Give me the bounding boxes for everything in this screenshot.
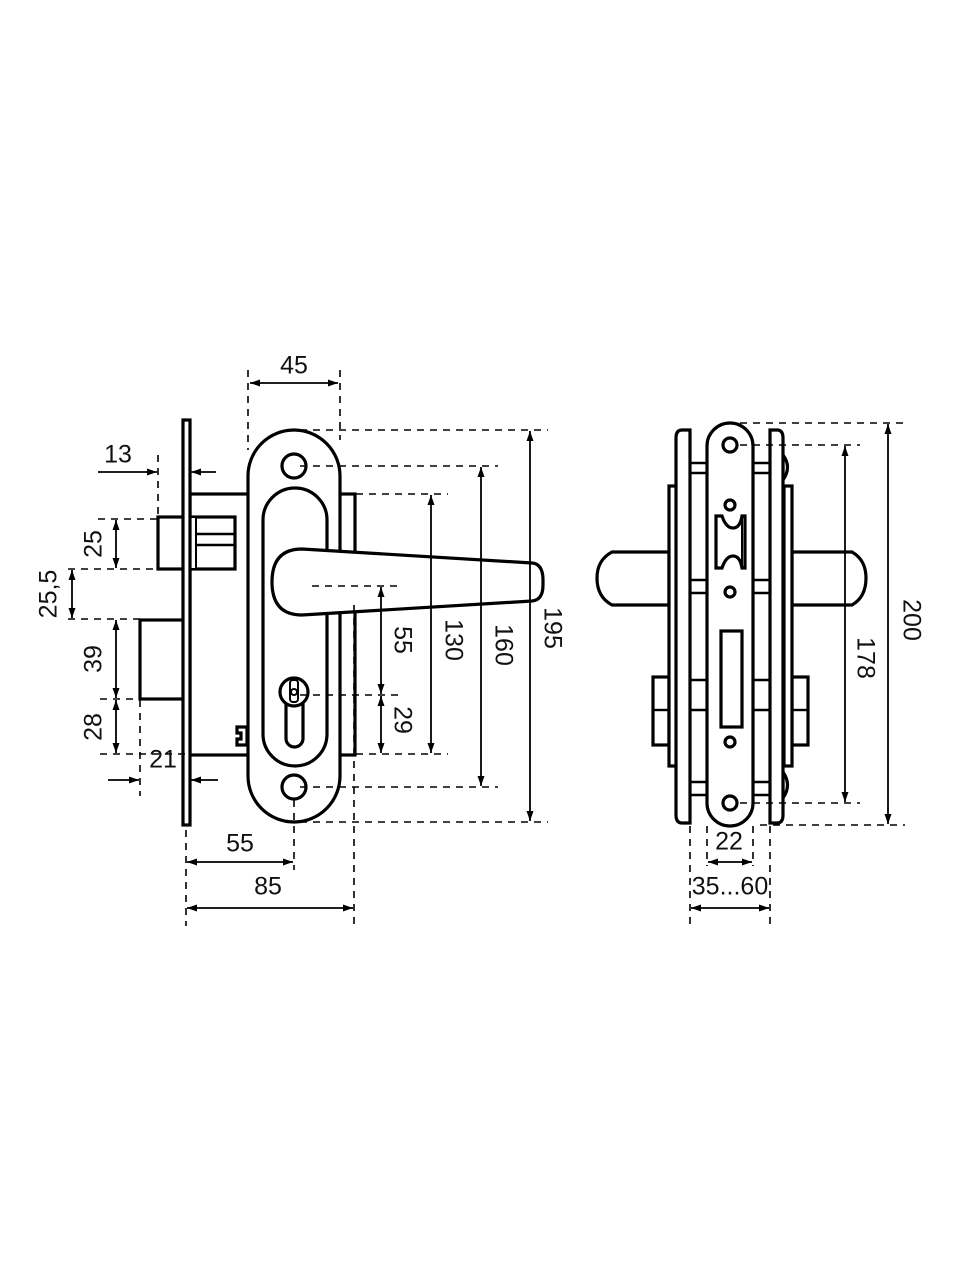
dim-bolt-height: 39 [80, 620, 120, 698]
dim-screw-spacing: 160 [300, 465, 517, 788]
dim-label: 55 [226, 830, 254, 858]
dim-label: 29 [388, 706, 416, 734]
faceplate-screw-bottom [721, 794, 739, 812]
dim-label: 28 [80, 713, 108, 741]
lever-handle-left [595, 550, 671, 607]
dim-label: 25,5 [35, 570, 63, 619]
dim-latch-height: 25 [80, 520, 120, 568]
lever-handle [270, 547, 545, 617]
lever-handle-right [790, 550, 868, 607]
rosette-plate-left [674, 428, 692, 825]
dim-case-height: 130 [356, 493, 467, 755]
dim-label: 13 [104, 441, 132, 469]
faceplate-hole [723, 735, 737, 749]
dim-backset: 55 [187, 800, 295, 870]
dim-label: 200 [897, 599, 925, 641]
dim-cylinder-to-case: 29 [377, 696, 416, 753]
dim-label: 130 [439, 619, 467, 661]
dim-bolt-to-bottom: 28 [80, 700, 120, 753]
faceplate-screw-top [721, 436, 739, 454]
dim-label: 22 [715, 828, 743, 856]
dim-label: 195 [538, 607, 566, 649]
lock-faceplate [705, 421, 755, 828]
dim-side-screw-spacing: 178 [740, 444, 879, 804]
dim-label: 55 [388, 626, 416, 654]
faceplate-hole [723, 498, 737, 512]
dim-handle-to-cylinder: 55 [377, 587, 416, 694]
dim-faceplate-width: 22 [706, 826, 754, 866]
cylinder-keyhole [278, 676, 310, 749]
dim-label: 178 [851, 637, 879, 679]
dim-label: 39 [80, 645, 108, 673]
dim-label: 35...60 [692, 873, 768, 901]
faceplate [181, 418, 192, 827]
spacer-bars [690, 461, 770, 797]
dim-side-total-height: 200 [740, 422, 925, 826]
dim-latch-projection: 13 [98, 441, 216, 517]
dim-label: 160 [489, 624, 517, 666]
dim-door-thickness: 35...60 [689, 826, 771, 926]
dim-bolt-projection: 21 [108, 700, 218, 796]
dim-rosette-width: 45 [247, 352, 341, 450]
dim-label: 25 [80, 530, 108, 558]
faceplate-hole [723, 585, 737, 599]
dim-label: 85 [254, 873, 282, 901]
bolt-slot [719, 629, 744, 729]
latch-bolt [156, 515, 237, 571]
dim-rosette-height: 195 [300, 429, 566, 823]
side-view: 178 200 22 35...60 [595, 421, 925, 926]
dim-label: 21 [149, 746, 177, 774]
latch-slot [714, 514, 747, 570]
dim-label: 45 [280, 352, 308, 380]
escutcheon-body-right [782, 484, 794, 768]
dim-total-depth: 85 [187, 873, 353, 912]
rosette-plate-right [768, 428, 785, 825]
front-view: 45 13 25 25,5 39 28 [35, 352, 566, 926]
dim-latch-to-bolt: 25,5 [35, 570, 76, 619]
dead-bolt [138, 618, 186, 701]
